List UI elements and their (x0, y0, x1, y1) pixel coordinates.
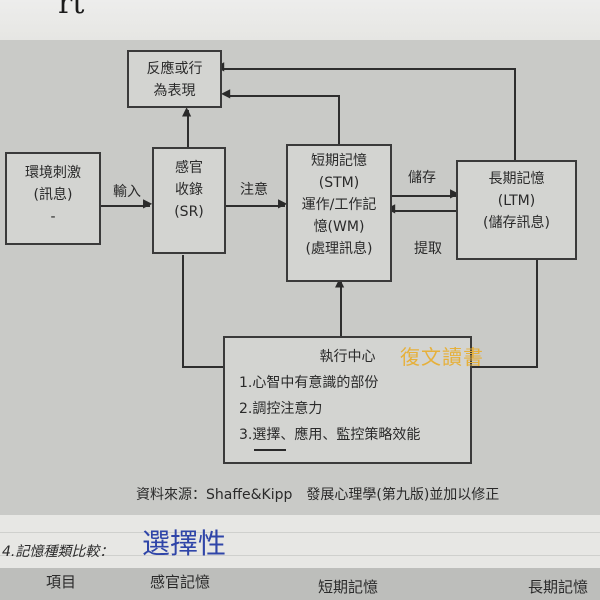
table-header-long-term: 長期記憶 (528, 578, 589, 596)
stm-box-line1: 短期記憶 (311, 153, 367, 169)
connector-ltm-exec-v (536, 260, 538, 368)
table-header-sensory: 感官記憶 (150, 573, 211, 591)
connector-sr-exec-h (182, 366, 224, 368)
response-box-line2: 為表現 (153, 83, 196, 99)
table-header-item: 項目 (46, 573, 77, 591)
arrow-stm-response-head: ◀ (221, 86, 231, 100)
stimulus-box-line1: 環境刺激 (25, 165, 81, 181)
arrow-exec-stm-head: ▲ (335, 275, 345, 289)
arrow-input-line (100, 205, 150, 207)
stm-box-line3: 運作/工作記 (301, 197, 377, 213)
response-box: 反應或行 為表現 (127, 50, 222, 108)
source-note: 資料來源：Shaffe&Kipp 發展心理學(第九版)並加以修正 (136, 487, 500, 503)
arrow-retrieve-line (392, 210, 457, 212)
arrow-attention-head: ▶ (278, 196, 288, 210)
arrow-attention-line (225, 205, 285, 207)
arrow-sr-response-line (187, 110, 189, 148)
ltm-box-line2: (LTM) (497, 193, 536, 209)
reading-stamp: 復文讀書 (400, 345, 484, 369)
stm-box-line5: (處理訊息) (305, 241, 373, 257)
paper-top (0, 0, 600, 40)
section-heading: 4.記憶種類比較： (2, 544, 114, 560)
label-store: 儲存 (408, 170, 436, 186)
handwritten-note: 選擇性 (142, 527, 227, 560)
sr-box-line2: 收錄 (175, 182, 203, 198)
long-term-memory-box: 長期記憶 (LTM) (儲存訊息) (456, 160, 577, 260)
exec-item-2: 2.調控注意力 (239, 401, 323, 417)
stimulus-box-line2: (訊息) (33, 187, 73, 203)
stimulus-box-line3: - (50, 209, 56, 225)
table-header-short-term: 短期記憶 (318, 578, 379, 596)
top-scribble: rt (58, 0, 85, 21)
response-box-line1: 反應或行 (146, 61, 203, 77)
arrow-ltm-response-v (514, 68, 516, 160)
arrow-ltm-response-h (222, 68, 516, 70)
arrow-input-head: ▶ (143, 196, 153, 210)
exec-item-1: 1.心智中有意識的部份 (239, 375, 379, 391)
exec-title: 執行中心 (319, 349, 376, 365)
executive-center-box: 執行中心 1.心智中有意識的部份 2.調控注意力 3.選擇、應用、監控策略效能 (223, 336, 472, 464)
arrow-stm-response-v (338, 95, 340, 145)
stm-box-line4: 憶(WM) (313, 219, 365, 235)
arrow-exec-stm-line (340, 282, 342, 337)
connector-sr-exec-v (182, 255, 184, 367)
connector-ltm-exec-h (470, 366, 538, 368)
label-input: 輸入 (113, 184, 141, 200)
exec-item-3-underline (254, 449, 286, 451)
stimulus-box: 環境刺激 (訊息) - (5, 152, 101, 245)
comparison-table-header: 項目 感官記憶 短期記憶 長期記憶 (0, 568, 600, 600)
label-attention: 注意 (240, 182, 268, 198)
ruled-line (0, 555, 600, 556)
stm-box-line2: (STM) (318, 175, 360, 191)
sr-box-line3: (SR) (174, 204, 204, 220)
ltm-box-line3: (儲存訊息) (483, 215, 550, 231)
sr-box-line1: 感官 (175, 160, 203, 176)
arrow-sr-response-head: ▲ (182, 104, 192, 118)
label-retrieve: 提取 (414, 241, 442, 257)
arrow-store-head: ▶ (450, 186, 460, 200)
ruled-line (0, 532, 600, 533)
exec-item-3: 3.選擇、應用、監控策略效能 (239, 427, 421, 443)
ltm-box-line1: 長期記憶 (488, 171, 545, 187)
sensory-register-box: 感官 收錄 (SR) (152, 147, 226, 254)
arrow-stm-response-h (228, 95, 340, 97)
arrow-store-line (392, 195, 457, 197)
short-term-memory-box: 短期記憶 (STM) 運作/工作記 憶(WM) (處理訊息) (286, 144, 392, 282)
